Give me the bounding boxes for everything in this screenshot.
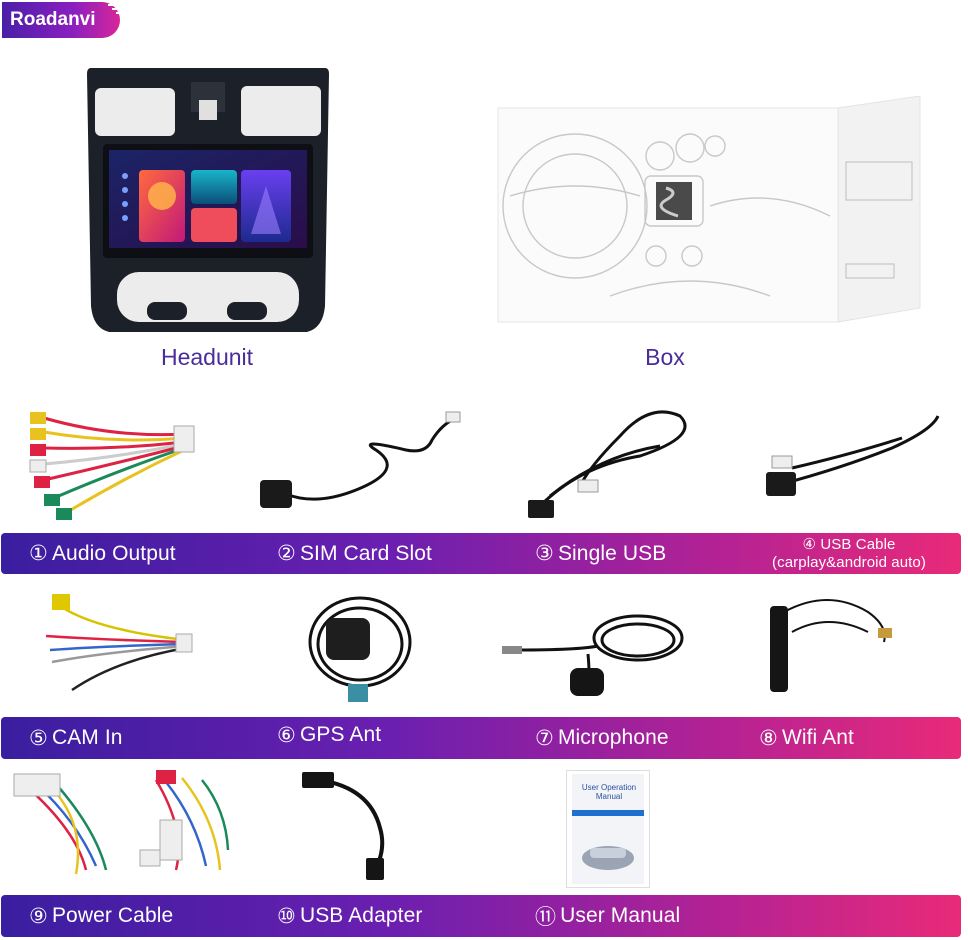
item-number: ⑥: [277, 723, 296, 747]
single-usb-cable-image: [520, 406, 700, 522]
item-number: ④: [802, 535, 817, 553]
gps-ant-label: ⑥ GPS Ant: [277, 714, 381, 756]
item-number: ⑧: [759, 726, 778, 750]
item-label: User Manual: [560, 904, 681, 927]
gps-antenna-image: [300, 588, 416, 706]
brand-name: Roadanvi: [10, 9, 96, 30]
accessory-banner-row2: ⑤ CAM In ⑥ GPS Ant ⑦ Microphone ⑧ Wifi A…: [1, 717, 961, 759]
headunit-image: [87, 66, 329, 336]
sim-card-slot-label: ② SIM Card Slot: [277, 533, 432, 574]
microphone-label: ⑦ Microphone: [535, 717, 669, 759]
user-manual-image: User Operation Manual: [566, 770, 650, 888]
brand-logo: Roadanvi: [2, 2, 122, 38]
item-label: Wifi Ant: [781, 726, 854, 749]
usb-cable-carplay-image: [762, 408, 942, 508]
item-number: ⑪: [535, 906, 557, 929]
usb-adapter-label: ⑩ USB Adapter: [277, 895, 422, 937]
item-number: ②: [277, 542, 296, 565]
power-cable-image: [6, 770, 236, 884]
audio-output-cable-image: [24, 408, 200, 526]
usb-adapter-image: [300, 768, 396, 884]
brand-mark-icon: [108, 4, 122, 14]
item-label: Audio Output: [51, 541, 176, 565]
user-manual-label: ⑪ User Manual: [535, 895, 680, 937]
item-number: ⑤: [29, 726, 48, 750]
item-number: ⑦: [535, 726, 554, 750]
item-number: ③: [535, 542, 554, 565]
accessory-banner-row3: ⑨ Power Cable ⑩ USB Adapter ⑪ User Manua…: [1, 895, 961, 937]
item-label: USB Adapter: [299, 904, 423, 927]
item-label: Power Cable: [51, 904, 174, 927]
box-image: [470, 96, 960, 334]
cam-in-cable-image: [36, 590, 196, 700]
item-label: USB Cable: [820, 535, 896, 553]
microphone-image: [498, 606, 688, 702]
accessory-banner-row1: ① Audio Output ② SIM Card Slot ③ Single …: [1, 533, 961, 574]
wifi-antenna-image: [768, 592, 896, 696]
audio-output-label: ① Audio Output: [29, 533, 176, 574]
headunit-label: Headunit: [160, 344, 254, 370]
item-label: SIM Card Slot: [299, 541, 432, 565]
usb-cable-label: ④ USB Cable (carplay&android auto): [761, 533, 937, 574]
item-label: GPS Ant: [299, 723, 382, 746]
item-sublabel: (carplay&android auto): [772, 553, 926, 571]
cam-in-label: ⑤ CAM In: [29, 717, 123, 759]
sim-card-slot-image: [256, 410, 462, 520]
item-number: ⑨: [29, 904, 48, 928]
box-label: Box: [645, 344, 685, 370]
power-cable-label: ⑨ Power Cable: [29, 895, 173, 937]
item-label: CAM In: [51, 726, 123, 749]
single-usb-label: ③ Single USB: [535, 533, 666, 574]
item-label: Microphone: [557, 726, 669, 749]
item-label: Single USB: [557, 541, 667, 565]
item-number: ①: [29, 542, 48, 565]
manual-title: User Operation Manual: [581, 783, 637, 801]
wifi-ant-label: ⑧ Wifi Ant: [759, 717, 854, 759]
item-number: ⑩: [277, 904, 296, 928]
